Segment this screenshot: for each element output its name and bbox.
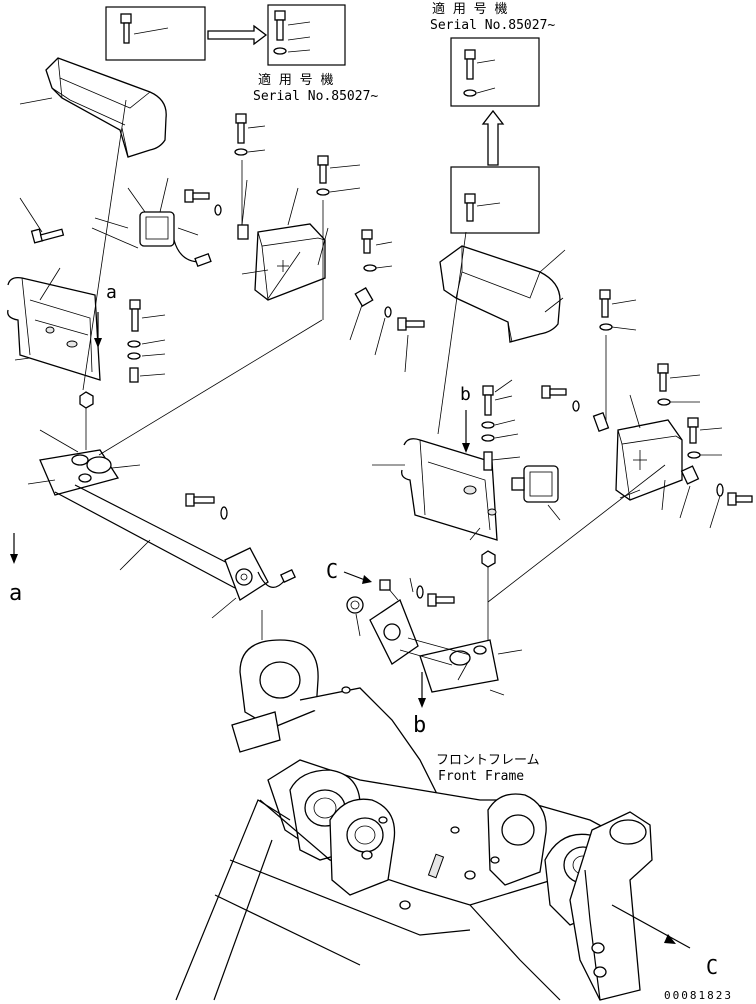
ref-b-bottom: b — [413, 672, 426, 738]
callout-box-new-bolt-right — [450, 37, 540, 107]
work-lamp-small-right — [511, 465, 559, 503]
lamp-guard-cover-right — [439, 245, 561, 343]
serial-note-en: Serial No.85027~ — [253, 89, 378, 104]
lamp-guard-cover-left — [45, 57, 167, 158]
nut-left — [79, 391, 94, 409]
bolt-stack-upper-left — [234, 113, 361, 320]
bracket-clip-left — [184, 160, 249, 240]
serial-note-right: 適 用 号 機 Serial No.85027~ — [430, 1, 555, 33]
serial-note-en: Serial No.85027~ — [430, 18, 555, 33]
callout-box-old-bolt-right — [450, 166, 540, 234]
ref-c-right: C — [611, 904, 718, 979]
lamp-guard-frame-left — [7, 277, 101, 381]
ref-b-label: b — [413, 713, 426, 738]
frame-label-jp: フロントフレーム — [436, 753, 540, 768]
serial-note-left: 適 用 号 機 Serial No.85027~ — [253, 72, 378, 104]
bolt-stack-right-of-lamp — [354, 229, 425, 331]
lamp-mount-plate-left — [224, 547, 296, 601]
ref-a-label: a — [9, 581, 22, 606]
arrow-up — [481, 109, 505, 166]
lamp-mount-plate-right — [346, 579, 499, 693]
mounting-bracket-left — [39, 449, 120, 496]
frame-label-en: Front Frame — [438, 769, 524, 784]
ref-a-label: a — [106, 282, 117, 303]
work-lamp-large-right — [615, 419, 683, 501]
frame-label: フロントフレーム Front Frame — [436, 753, 540, 784]
stay-arm-left — [54, 484, 246, 589]
bolt-lower-left — [185, 493, 228, 520]
bolt-stack-right — [481, 385, 521, 471]
bolt-stack-upper-right — [541, 289, 753, 506]
bolt-stack-left — [127, 299, 166, 383]
callout-box-new-bolt — [267, 4, 346, 66]
front-frame — [175, 639, 653, 1001]
callout-box-old-bolt — [105, 6, 206, 61]
serial-note-jp: 適 用 号 機 — [258, 72, 333, 88]
leader-lines-left — [14, 97, 409, 640]
nut-right — [481, 550, 496, 640]
ref-a-top: a — [94, 282, 117, 348]
ref-c-label: C — [326, 559, 338, 583]
ref-b-label: b — [460, 384, 471, 405]
bolt-lower-right — [416, 585, 455, 607]
bolt-left-side — [30, 228, 65, 244]
ref-c-label: C — [706, 955, 718, 979]
work-lamp-small-left — [139, 211, 212, 267]
drawing-number: 00081823 — [664, 989, 733, 1002]
work-lamp-large-left — [254, 223, 326, 301]
arrow-right — [207, 24, 268, 46]
lamp-guard-frame-right — [401, 438, 498, 541]
ref-a-bottom: a — [9, 533, 22, 606]
serial-note-jp: 適 用 号 機 — [432, 1, 507, 17]
ref-b-top: b — [460, 384, 471, 453]
ref-c-left: C — [326, 559, 372, 584]
leader-lines-right — [355, 249, 721, 696]
